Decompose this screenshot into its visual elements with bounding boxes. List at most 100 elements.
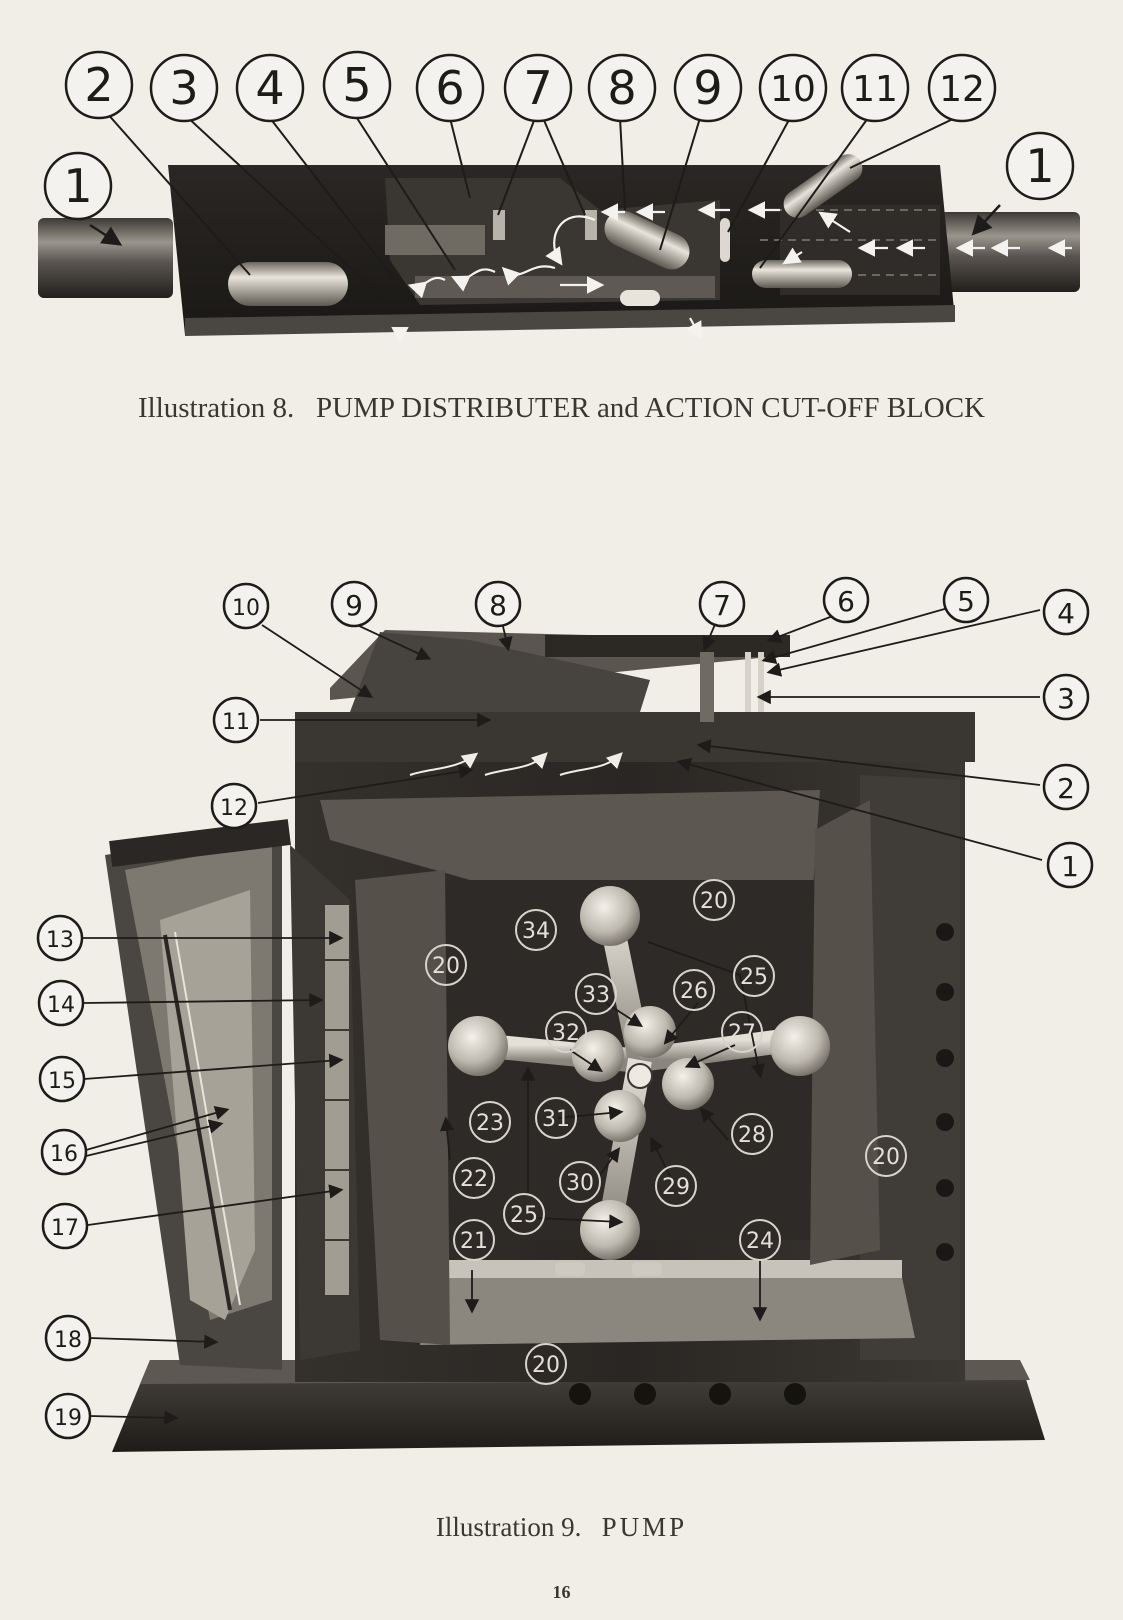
svg-text:10: 10 [770, 69, 816, 110]
callout-9: 9 [673, 53, 743, 123]
callout-1: 1 [1046, 841, 1094, 889]
tube-12 [783, 154, 863, 218]
svg-text:8: 8 [607, 61, 636, 115]
illustration-9-pump: 1 2 3 4 5 6 7 8 [36, 576, 1094, 1452]
svg-text:25: 25 [740, 965, 768, 990]
svg-text:34: 34 [522, 919, 550, 944]
callout-12: 12 [210, 782, 258, 830]
svg-text:2: 2 [84, 58, 113, 112]
svg-text:11: 11 [222, 710, 250, 735]
svg-text:3: 3 [169, 61, 198, 115]
callout-26: 26 [673, 969, 715, 1011]
svg-text:16: 16 [50, 1142, 78, 1167]
callout-18: 18 [44, 1314, 92, 1362]
svg-text:10: 10 [232, 596, 260, 621]
svg-text:15: 15 [48, 1069, 76, 1094]
svg-text:12: 12 [220, 796, 248, 821]
page-number: 16 [552, 1582, 571, 1602]
callout-25-top: 25 [733, 955, 775, 997]
svg-text:20: 20 [872, 1145, 900, 1170]
callout-14: 14 [37, 979, 85, 1027]
bellows-top-cap [109, 819, 291, 867]
svg-text:19: 19 [54, 1406, 82, 1431]
caption-9-title: PUMP [601, 1512, 688, 1542]
svg-text:11: 11 [852, 69, 898, 110]
svg-text:14: 14 [47, 993, 75, 1018]
callout-34: 34 [515, 909, 557, 951]
leader-lines-8 [105, 111, 956, 301]
callout-31: 31 [535, 1097, 577, 1139]
bellows-spring-a [163, 934, 232, 1311]
side-panel-holes [936, 923, 954, 1261]
svg-text:12: 12 [939, 69, 985, 110]
svg-text:26: 26 [680, 979, 708, 1004]
slat-lines [325, 959, 349, 1241]
floor-board-top [432, 1260, 902, 1278]
svg-text:5: 5 [957, 585, 975, 618]
callout-28: 28 [731, 1113, 773, 1155]
callouts-8: 1 2 3 4 5 6 7 8 [43, 50, 1075, 221]
caption-8-title: PUMP DISTRIBUTER [316, 392, 590, 424]
callout-23: 23 [469, 1101, 511, 1143]
callout-13: 13 [36, 914, 84, 962]
callout-33: 33 [575, 973, 617, 1015]
svg-text:32: 32 [552, 1021, 580, 1046]
callout-7: 7 [698, 580, 746, 628]
svg-text:31: 31 [542, 1107, 570, 1132]
top-spring-rod [700, 652, 714, 722]
caption-9-prefix: Illustration 9. [435, 1512, 582, 1542]
callout-12: 12 [927, 53, 997, 123]
leader-lines-9 [82, 607, 1043, 1425]
tube-2 [228, 262, 348, 306]
caption-8-prefix: Illustration 8. [138, 392, 295, 424]
callout-2: 2 [1042, 763, 1090, 811]
callout-24: 24 [739, 1219, 781, 1261]
svg-text:7: 7 [523, 61, 552, 115]
callout-20-right: 20 [865, 1135, 907, 1177]
svg-text:20: 20 [432, 954, 460, 979]
svg-text:21: 21 [460, 1229, 488, 1254]
callout-27: 27 [721, 1011, 763, 1053]
svg-text:3: 3 [1057, 682, 1075, 715]
callout-21: 21 [453, 1219, 495, 1261]
svg-text:5: 5 [342, 58, 371, 112]
svg-text:20: 20 [700, 889, 728, 914]
svg-text:1: 1 [1061, 850, 1079, 883]
pipe-arrow-left [89, 223, 123, 246]
callout-16: 16 [40, 1128, 88, 1176]
top-pin-b [758, 652, 764, 712]
callout-5: 5 [942, 576, 990, 624]
svg-text:9: 9 [345, 589, 363, 622]
callout-1-right: 1 [1005, 131, 1075, 201]
callout-9: 9 [330, 580, 378, 628]
callout-8: 8 [587, 53, 657, 123]
svg-text:1: 1 [63, 159, 92, 213]
caption-8-title-rest: ACTION CUT-OFF BLOCK [644, 392, 985, 424]
illustration-8-pump-distributer: 1 2 3 4 5 6 7 8 [38, 50, 1080, 345]
svg-text:30: 30 [566, 1171, 594, 1196]
callout-10: 10 [758, 53, 828, 123]
callout-20-left: 20 [425, 944, 467, 986]
callout-19: 19 [44, 1392, 92, 1440]
callouts-9: 1 2 3 4 5 6 7 8 [36, 576, 1094, 1440]
callout-20-top: 20 [693, 879, 735, 921]
illustration-8-caption: Illustration 8. PUMP DISTRIBUTER and ACT… [0, 392, 1123, 425]
tube-11 [752, 260, 852, 288]
callout-6: 6 [822, 576, 870, 624]
callout-29: 29 [655, 1165, 697, 1207]
callout-10: 10 [222, 582, 270, 630]
callout-8: 8 [474, 580, 522, 628]
svg-text:22: 22 [460, 1167, 488, 1192]
callout-4: 4 [1042, 588, 1090, 636]
upper-flow-arrows [409, 752, 623, 776]
svg-text:4: 4 [255, 61, 284, 115]
svg-text:18: 18 [54, 1328, 82, 1353]
valve-disc-7a [493, 210, 505, 240]
svg-text:2: 2 [1057, 772, 1075, 805]
callout-2: 2 [64, 50, 134, 120]
callout-3: 3 [149, 53, 219, 123]
svg-text:23: 23 [476, 1111, 504, 1136]
callout-22: 22 [453, 1157, 495, 1199]
callout-15: 15 [38, 1055, 86, 1103]
